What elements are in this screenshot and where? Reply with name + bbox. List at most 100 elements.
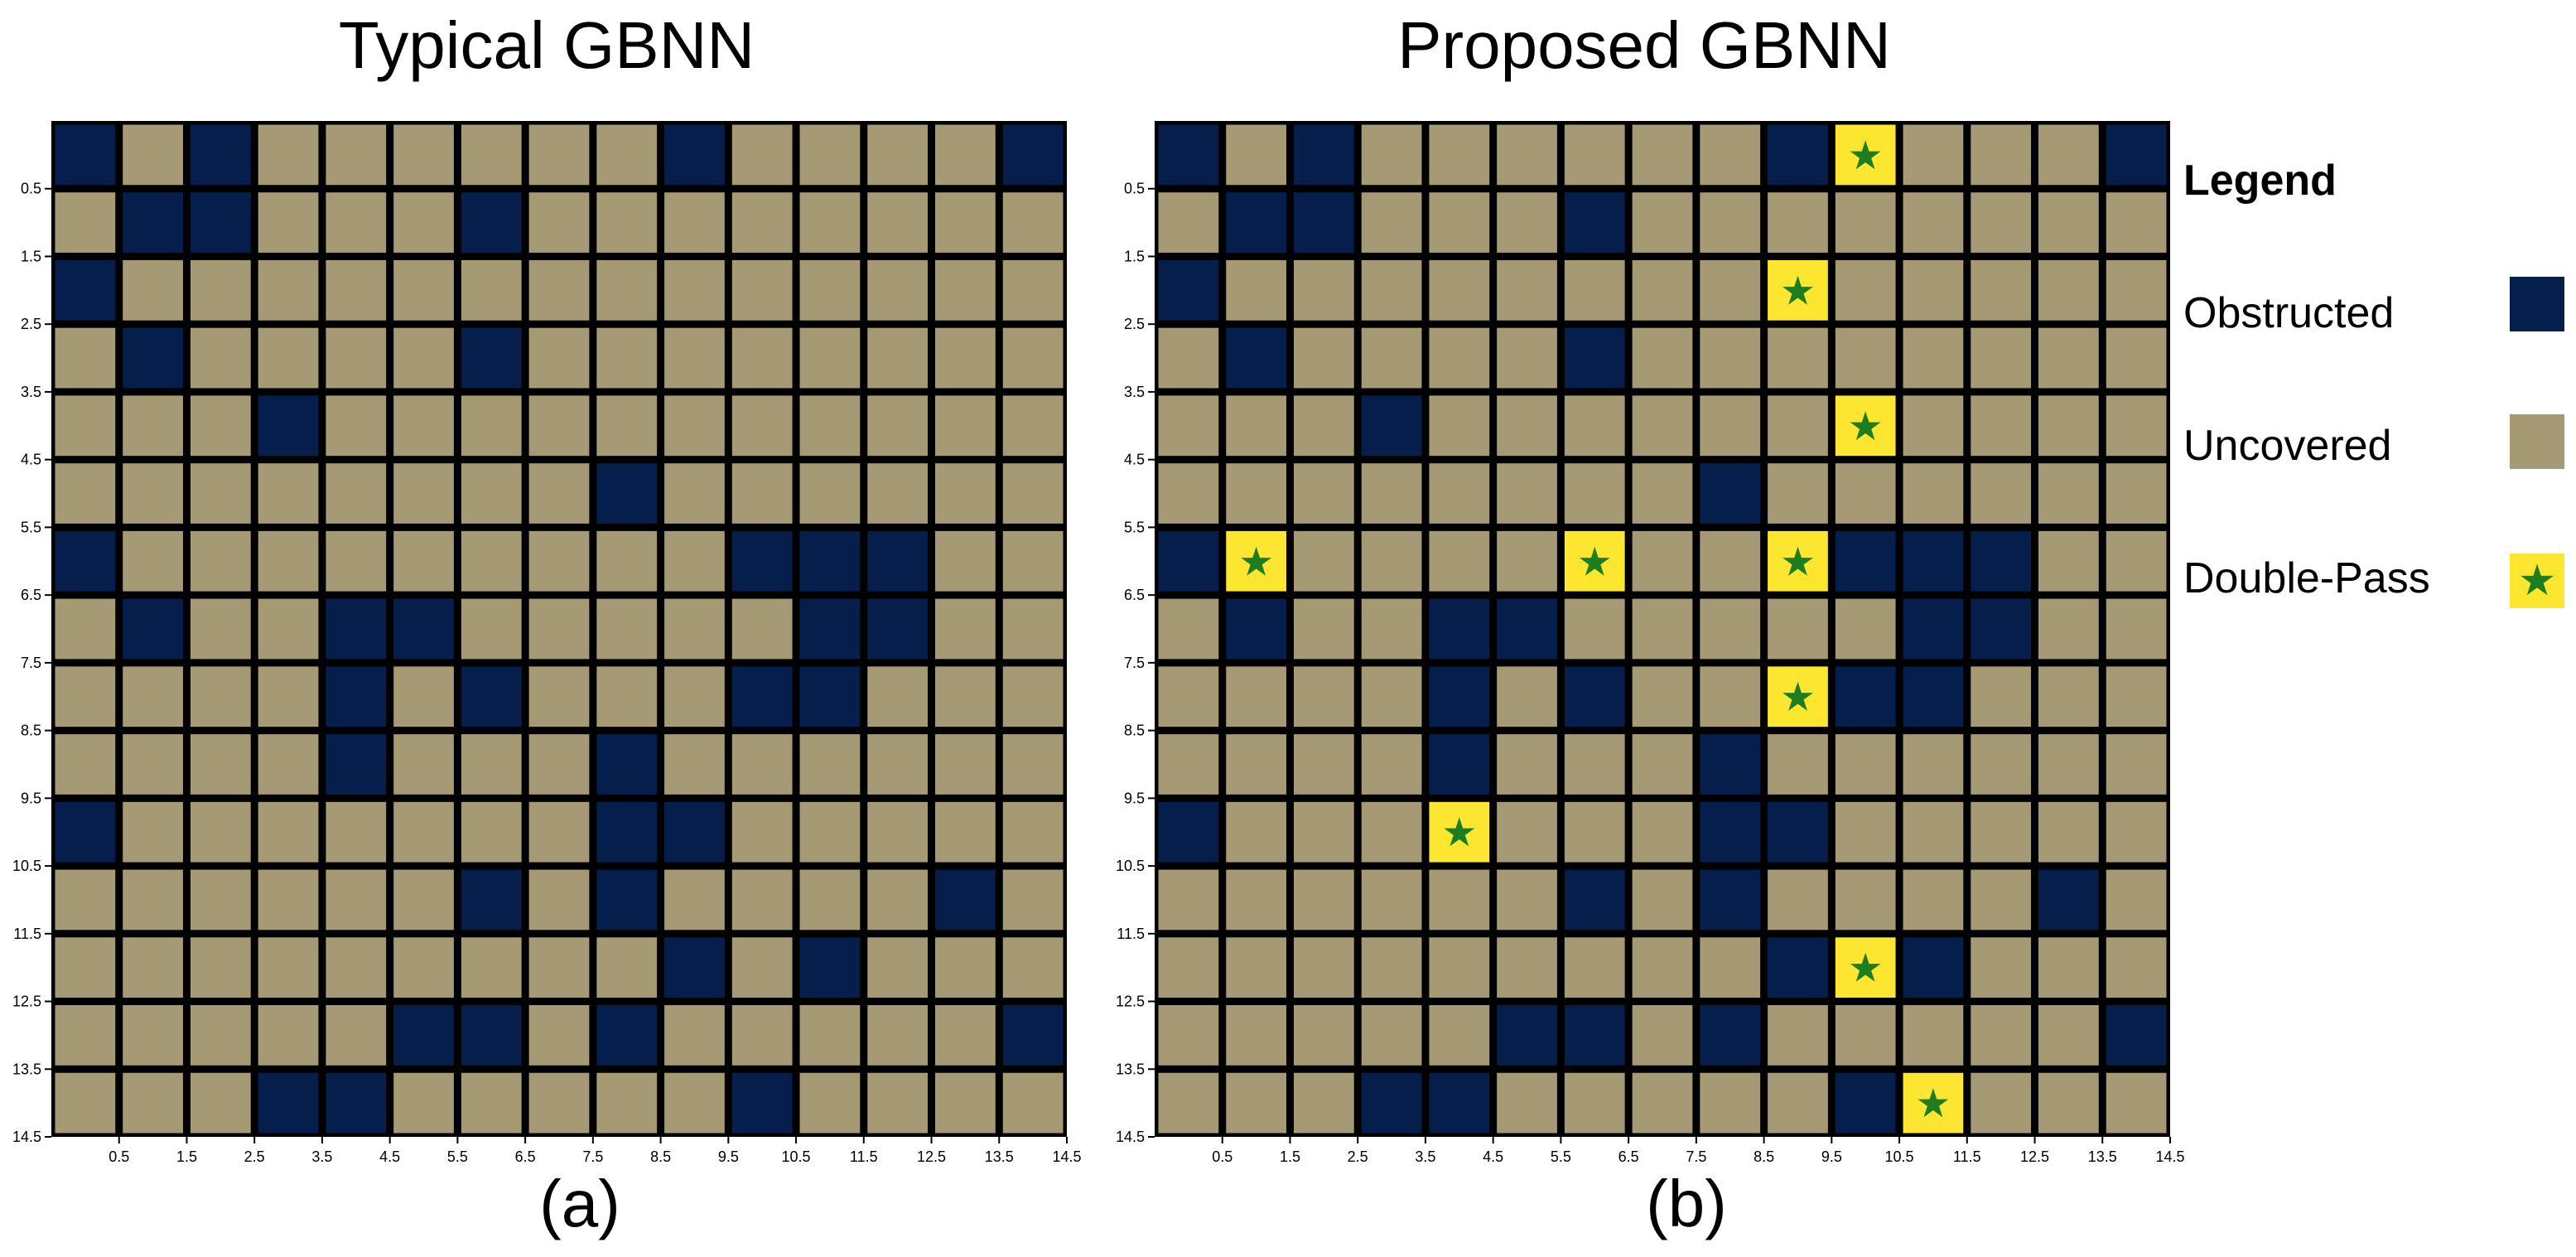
- x-tick-label: 13.5: [2088, 1148, 2117, 1165]
- cell-uncovered: [2038, 327, 2099, 389]
- cell-uncovered: [1497, 327, 1557, 389]
- cell-uncovered: [393, 395, 454, 457]
- cell-uncovered: [528, 463, 590, 524]
- y-tick-label: 3.5: [1124, 384, 1145, 400]
- cell-uncovered: [1835, 463, 1896, 524]
- cell-uncovered: [1293, 598, 1354, 660]
- cell-uncovered: [799, 463, 861, 524]
- cell-uncovered: [1768, 1072, 1828, 1134]
- cell-uncovered: [1226, 937, 1286, 998]
- cell-obstructed: [1158, 530, 1219, 592]
- cell-uncovered: [190, 937, 251, 998]
- cell-uncovered: [935, 327, 996, 389]
- cell-uncovered: [1361, 666, 1422, 728]
- cell-uncovered: [1903, 192, 1964, 253]
- cell-uncovered: [1497, 666, 1557, 728]
- cell-obstructed: [799, 937, 861, 998]
- cell-uncovered: [326, 192, 387, 253]
- y-tick-label: 9.5: [21, 790, 41, 806]
- cell-uncovered: [1497, 395, 1557, 457]
- cell-uncovered: [1158, 327, 1219, 389]
- cell-double-pass: [1768, 259, 1828, 321]
- cell-uncovered: [1226, 1005, 1286, 1066]
- cell-obstructed: [1903, 937, 1964, 998]
- cell-uncovered: [1564, 1072, 1625, 1134]
- cell-uncovered: [1226, 463, 1286, 524]
- cell-uncovered: [528, 801, 590, 863]
- cell-uncovered: [461, 463, 522, 524]
- cell-uncovered: [1429, 395, 1490, 457]
- y-tick-label: 0.5: [21, 181, 41, 197]
- cell-uncovered: [1158, 463, 1219, 524]
- cell-uncovered: [1226, 1072, 1286, 1134]
- cell-uncovered: [190, 1005, 251, 1066]
- cell-uncovered: [1971, 1072, 2032, 1134]
- cell-uncovered: [1632, 124, 1693, 186]
- cell-uncovered: [867, 124, 929, 186]
- cell-uncovered: [55, 937, 116, 998]
- cell-uncovered: [55, 734, 116, 795]
- y-tick-label: 7.5: [21, 655, 41, 671]
- cell-uncovered: [1700, 327, 1761, 389]
- cell-uncovered: [1564, 124, 1625, 186]
- cell-uncovered: [55, 327, 116, 389]
- cell-uncovered: [528, 734, 590, 795]
- cell-uncovered: [799, 395, 861, 457]
- cell-uncovered: [799, 1005, 861, 1066]
- y-tick-label: 9.5: [1124, 790, 1145, 806]
- cell-uncovered: [1564, 463, 1625, 524]
- y-tick-label: 1.5: [21, 248, 41, 264]
- cell-obstructed: [1971, 530, 2032, 592]
- x-tick-label: 6.5: [1618, 1148, 1639, 1165]
- cell-uncovered: [393, 666, 454, 728]
- y-tick-label: 4.5: [21, 452, 41, 468]
- cell-uncovered: [528, 192, 590, 253]
- cell-uncovered: [1497, 801, 1557, 863]
- cell-obstructed: [393, 598, 454, 660]
- cell-uncovered: [2106, 598, 2167, 660]
- cell-uncovered: [1497, 124, 1557, 186]
- cell-uncovered: [123, 395, 183, 457]
- cell-uncovered: [935, 463, 996, 524]
- cell-uncovered: [123, 259, 183, 321]
- cell-uncovered: [2106, 530, 2167, 592]
- legend-swatch-uncovered: [2510, 414, 2564, 469]
- cell-uncovered: [190, 259, 251, 321]
- cell-uncovered: [1700, 395, 1761, 457]
- cell-obstructed: [799, 530, 861, 592]
- cell-uncovered: [1835, 192, 1896, 253]
- y-tick-label: 5.5: [1124, 519, 1145, 535]
- cell-uncovered: [393, 530, 454, 592]
- cell-uncovered: [867, 1005, 929, 1066]
- cell-uncovered: [867, 327, 929, 389]
- cell-obstructed: [1429, 1072, 1490, 1134]
- cell-uncovered: [1002, 192, 1064, 253]
- cell-uncovered: [528, 869, 590, 931]
- panel-a-label: (a): [539, 1167, 620, 1240]
- cell-uncovered: [528, 395, 590, 457]
- star-icon: ★: [1780, 268, 1816, 314]
- cell-obstructed: [1768, 937, 1828, 998]
- cell-uncovered: [935, 192, 996, 253]
- cell-uncovered: [1002, 598, 1064, 660]
- cell-obstructed: [1002, 1005, 1064, 1066]
- cell-uncovered: [1226, 734, 1286, 795]
- cell-uncovered: [1632, 937, 1693, 998]
- cell-uncovered: [1361, 124, 1422, 186]
- cell-uncovered: [867, 734, 929, 795]
- cell-double-pass: [1835, 937, 1896, 998]
- x-tick-label: 0.5: [1212, 1148, 1233, 1165]
- star-icon: ★: [1848, 945, 1884, 992]
- cell-obstructed: [596, 1005, 658, 1066]
- cell-uncovered: [1700, 598, 1761, 660]
- x-tick-label: 8.5: [650, 1148, 671, 1165]
- cell-uncovered: [461, 598, 522, 660]
- cell-uncovered: [596, 327, 658, 389]
- cell-obstructed: [1361, 1072, 1422, 1134]
- x-tick-label: 13.5: [985, 1148, 1014, 1165]
- cell-uncovered: [731, 1005, 793, 1066]
- cell-uncovered: [1293, 937, 1354, 998]
- cell-uncovered: [2038, 192, 2099, 253]
- cell-uncovered: [2038, 1005, 2099, 1066]
- cell-uncovered: [731, 124, 793, 186]
